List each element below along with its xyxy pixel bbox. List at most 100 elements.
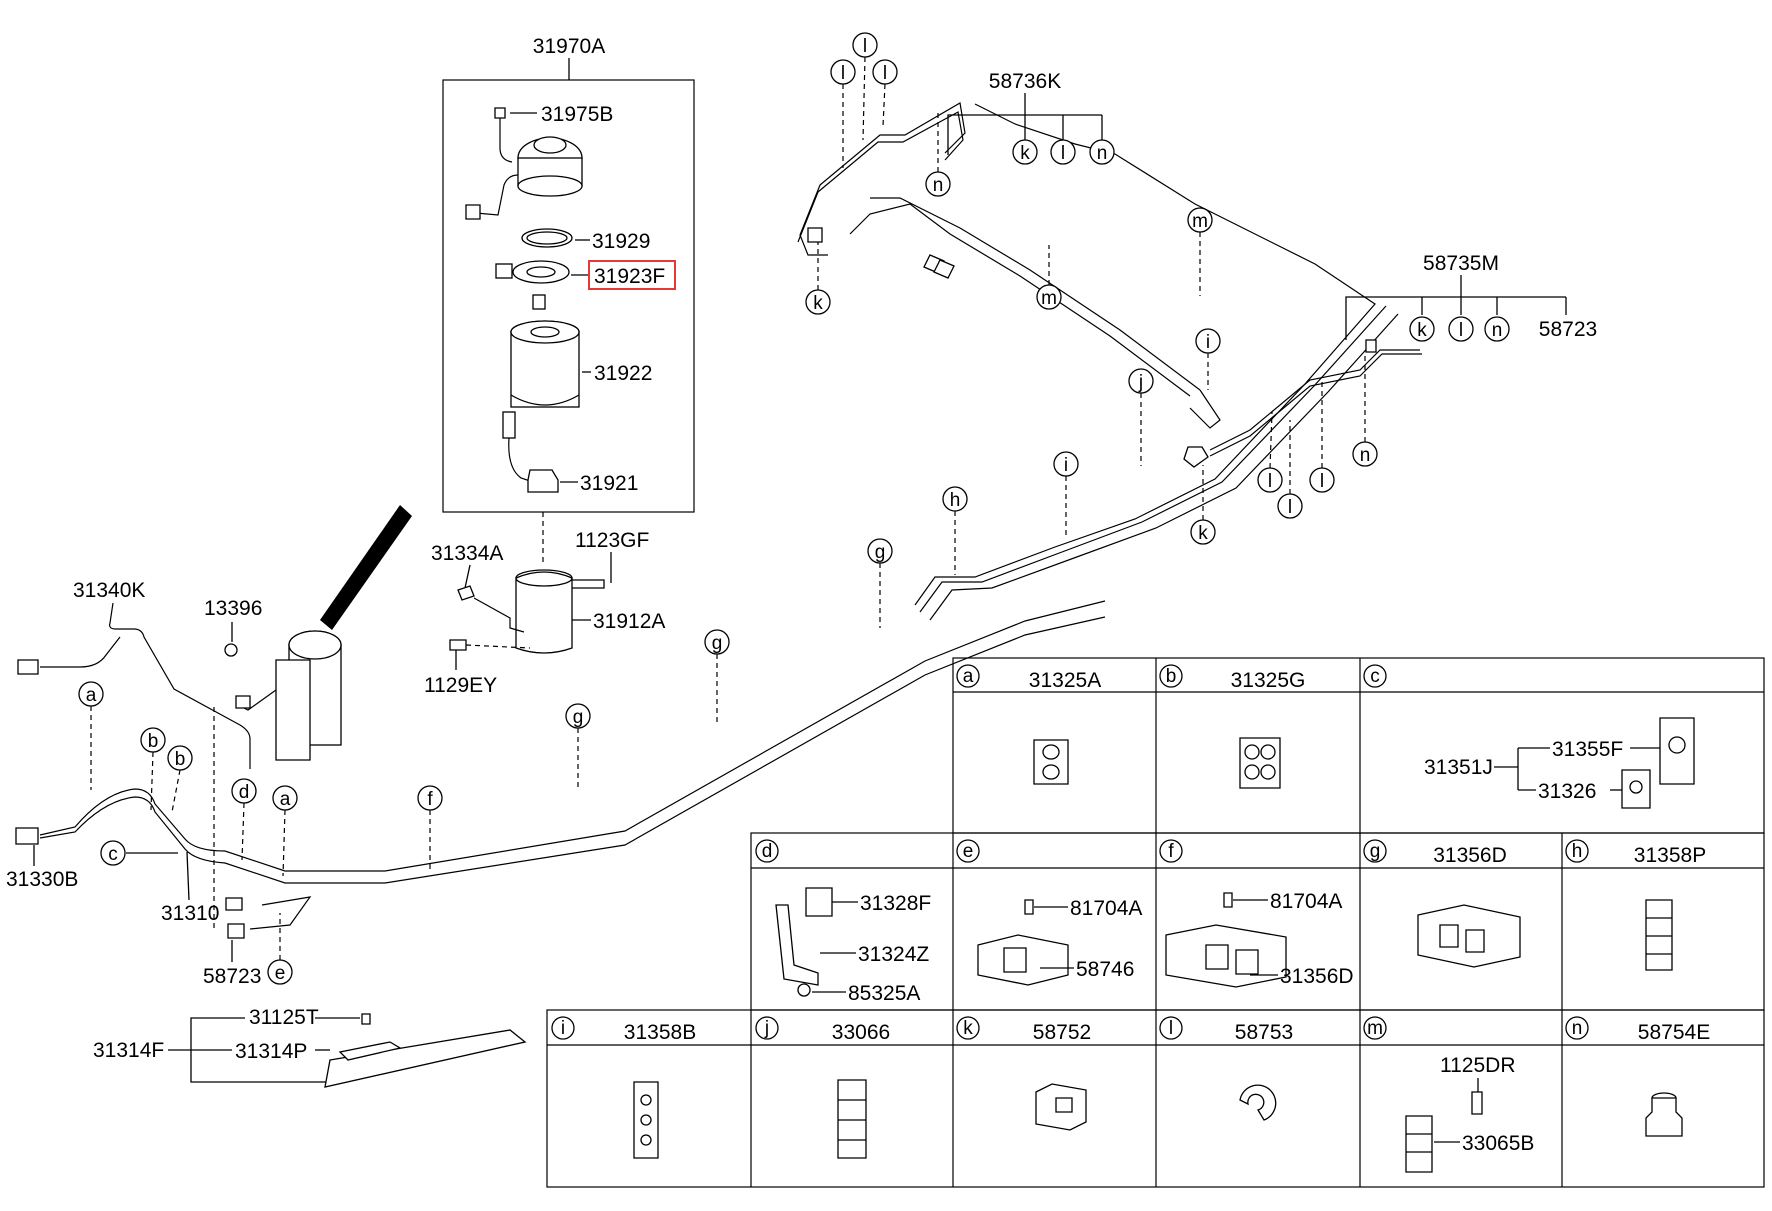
screw-icon	[361, 1013, 371, 1025]
stacked-clip-icon-i	[633, 1081, 659, 1159]
callout-d-1: d	[239, 782, 250, 803]
part-label-31975B: 31975B	[541, 103, 613, 126]
detail-letter-m: m	[1367, 1018, 1383, 1039]
callout-l-8: l	[1320, 471, 1324, 492]
filter-bracket-group: 31334A 1123GF 31912A 1129EY	[424, 529, 665, 697]
filter-assembly-box	[442, 79, 695, 513]
callout-l-4: l	[1061, 143, 1065, 164]
callout-l-1: l	[841, 63, 845, 84]
callout-l-7: l	[1288, 497, 1292, 518]
clip-block-icon-2	[1621, 769, 1651, 809]
detail-cell-f: f 81704A 31356D	[1159, 839, 1354, 988]
filter-assembly-group: 31970A 31975B 31929 31923F 319	[442, 35, 695, 565]
sensor-icon	[512, 260, 570, 284]
heat-shield-icon	[324, 1029, 527, 1088]
detail-part-i: 31358B	[624, 1021, 696, 1044]
detail-cell-a: a 31325A	[956, 664, 1101, 785]
callout-l-5: l	[1459, 320, 1463, 341]
callout-k-2: k	[1020, 143, 1030, 164]
detail-cell-c: c 31351J 31355F 31326	[1363, 664, 1695, 809]
callout-c-1: c	[108, 844, 118, 865]
bleed-screw-icon	[494, 107, 506, 119]
grommet-icon-l	[1239, 1084, 1277, 1121]
bracket-sleeve-icon	[515, 571, 573, 654]
detail-cell-l: l 58753	[1159, 1016, 1293, 1121]
detail-c-top: 31355F	[1552, 738, 1623, 761]
pipe-fitting-icon	[807, 227, 823, 243]
pipe-clip-icon	[1033, 739, 1069, 785]
detail-f-p1: 81704A	[1270, 890, 1342, 913]
connector-icon	[502, 411, 516, 439]
detail-letter-i: i	[561, 1018, 565, 1039]
detail-m-p2: 33065B	[1462, 1132, 1534, 1155]
detail-cell-h: h 31358P	[1565, 839, 1706, 971]
clip-icon-d	[805, 887, 833, 917]
detail-part-j: 33066	[832, 1021, 890, 1044]
part-label-58723-right: 58723	[1539, 318, 1597, 341]
callout-g-3: g	[875, 542, 886, 563]
part-label-31921: 31921	[580, 472, 638, 495]
detail-part-l: 58753	[1235, 1021, 1293, 1044]
detail-cell-m: m 1125DR 33065B	[1363, 1016, 1534, 1173]
detail-letter-c: c	[1370, 666, 1380, 687]
callout-n-4: n	[1360, 445, 1371, 466]
detail-part-k: 58752	[1033, 1021, 1091, 1044]
detail-d-p3: 85325A	[848, 982, 920, 1005]
pipe-clip-icon-b	[1239, 737, 1281, 789]
part-label-13396: 13396	[204, 597, 262, 620]
group-58735M: 58735M 58723	[1345, 252, 1597, 341]
highlight-box	[588, 260, 676, 290]
bolt-icon-m	[1471, 1091, 1483, 1115]
pipe-junction-icon	[1183, 446, 1209, 468]
detail-m-p1: 1125DR	[1440, 1054, 1516, 1077]
detail-table: a 31325A b 31325G c 31351J 31355F 31326	[546, 657, 1765, 1188]
detail-cell-i: i 31358B	[551, 1016, 696, 1159]
bolt-icon-2	[449, 639, 467, 651]
callout-l-6: l	[1268, 471, 1272, 492]
detail-e-p2: 58746	[1076, 958, 1134, 981]
clip-icon-m	[1405, 1115, 1433, 1173]
callout-a-1: a	[86, 685, 97, 706]
callout-m-1: m	[1192, 211, 1208, 232]
detail-cell-d: d 31328F 31324Z 85325A	[755, 839, 931, 1005]
callout-f-1: f	[427, 789, 433, 810]
left-parts-group: 31340K 13396 31330B 31310 58723 31125T 3…	[6, 505, 1106, 1088]
screw-icon-f	[1223, 892, 1233, 908]
detail-letter-g: g	[1370, 841, 1381, 862]
stacked-clip-icon-j	[837, 1079, 867, 1159]
detail-part-a: 31325A	[1029, 669, 1101, 692]
callout-b-1: b	[148, 731, 159, 752]
detail-letter-n: n	[1572, 1018, 1583, 1039]
clamp-icon-2	[227, 923, 245, 939]
callout-b-2: b	[175, 749, 186, 770]
detail-letter-f: f	[1168, 841, 1174, 862]
part-label-31923F: 31923F	[594, 265, 665, 288]
detail-part-b: 31325G	[1231, 669, 1306, 692]
location-pointer	[320, 505, 412, 630]
detail-f-p2: 31356D	[1280, 965, 1354, 988]
callout-l-3: l	[883, 63, 887, 84]
detail-cell-e: e 81704A 58746	[956, 839, 1142, 986]
part-label-1123GF: 1123GF	[575, 529, 649, 552]
callout-j-1: j	[1138, 372, 1143, 393]
callout-k-1: k	[813, 293, 823, 314]
group-58736K: 58736K	[947, 70, 1103, 155]
part-label-31314P: 31314P	[235, 1040, 307, 1063]
callout-e-1: e	[275, 963, 286, 984]
detail-d-p2: 31324Z	[858, 943, 929, 966]
callouts: a b b c d a e f g g g h i j i m m n k l …	[78, 32, 1510, 985]
detail-letter-h: h	[1572, 841, 1583, 862]
detail-letter-d: d	[762, 841, 773, 862]
part-label-1129EY: 1129EY	[424, 674, 497, 697]
part-label-58723-left: 58723	[203, 965, 261, 988]
callout-k-3: k	[1417, 320, 1427, 341]
callout-m-2: m	[1041, 288, 1057, 309]
callout-i-2: i	[1206, 332, 1210, 353]
part-label-58735M: 58735M	[1423, 252, 1499, 275]
drain-plug-icon	[527, 469, 559, 493]
detail-cell-j: j 33066	[755, 1016, 890, 1159]
callout-n-2: n	[1097, 143, 1108, 164]
callout-g-2: g	[712, 633, 723, 654]
stacked-clip-icon-h	[1645, 899, 1673, 971]
